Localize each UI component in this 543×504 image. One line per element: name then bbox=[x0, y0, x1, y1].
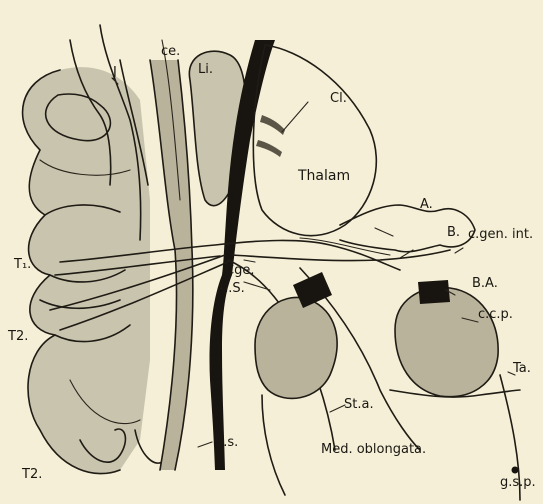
thalamus bbox=[253, 45, 376, 236]
label-li: Li. bbox=[198, 62, 213, 77]
label-sta: St.a. bbox=[344, 397, 374, 412]
label-t2-lower: T2. bbox=[21, 467, 42, 482]
label-ba: B.A. bbox=[472, 276, 498, 291]
label-cge: Cge. bbox=[225, 263, 254, 278]
label-gsp: g.s.p. bbox=[500, 475, 536, 490]
label-cl: Cl. bbox=[330, 91, 347, 106]
label-t1: T₁. bbox=[13, 257, 31, 272]
pons-right bbox=[395, 280, 498, 397]
gsp-marker bbox=[512, 467, 519, 474]
label-cgen-int: c.gen. int. bbox=[468, 227, 533, 242]
label-ce: ce. bbox=[161, 44, 180, 59]
pons-left bbox=[255, 272, 337, 398]
label-ccp: c.c.p. bbox=[478, 307, 513, 322]
label-t2-upper: T2. bbox=[7, 329, 28, 344]
label-ta: Ta. bbox=[512, 361, 531, 376]
label-b: B. bbox=[447, 225, 460, 240]
label-us: u.S. bbox=[220, 281, 245, 296]
central-band bbox=[150, 40, 193, 470]
label-a: A. bbox=[420, 197, 433, 212]
label-ss: S.s. bbox=[215, 435, 238, 450]
temporal-gyri bbox=[23, 25, 165, 474]
label-thalam: Thalam bbox=[297, 168, 350, 184]
label-j: J bbox=[112, 65, 117, 80]
label-med-oblongata: Med. oblongata. bbox=[321, 442, 426, 457]
